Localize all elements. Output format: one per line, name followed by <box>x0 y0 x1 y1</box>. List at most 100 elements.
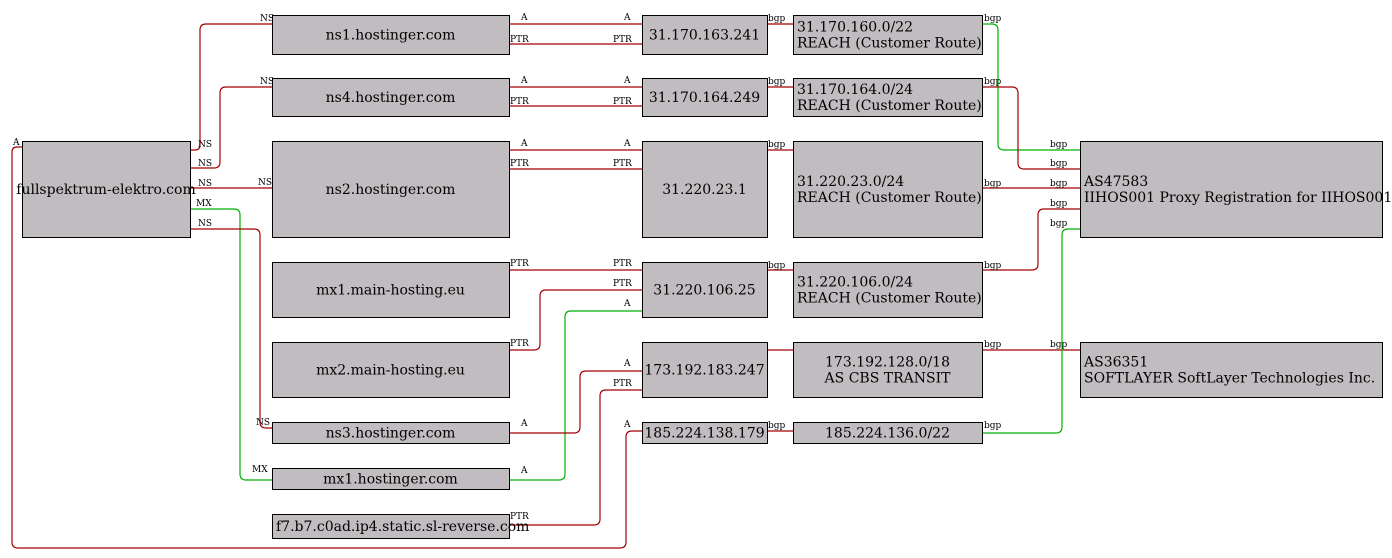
node-ns1[interactable]: ns1.hostinger.com <box>272 15 510 55</box>
node-ip2[interactable]: 31.170.164.249 <box>642 78 768 117</box>
edge-label-tail: bgp <box>984 77 1002 87</box>
node-box <box>1080 342 1383 398</box>
node-label: mx1.hostinger.com <box>323 472 458 488</box>
node-box <box>642 342 768 398</box>
node-ip5[interactable]: 173.192.183.247 <box>642 342 768 398</box>
edge-label-tail: bgp <box>768 14 786 24</box>
node-label: 31.220.23.1 <box>662 182 747 198</box>
node-box <box>793 141 983 238</box>
node-box <box>642 78 768 117</box>
edge-label-tail: PTR <box>613 279 632 289</box>
node-label: REACH (Customer Route) <box>797 36 982 52</box>
edge-label-head: bgp <box>1050 140 1068 150</box>
node-mx2main[interactable]: mx2.main-hosting.eu <box>272 342 510 398</box>
edge-label-tail: bgp <box>984 340 1002 350</box>
node-rev[interactable]: f7.b7.c0ad.ip4.static.sl-reverse.com <box>272 514 530 539</box>
node-ns2[interactable]: ns2.hostinger.com <box>272 141 510 238</box>
node-label: ns2.hostinger.com <box>326 182 456 198</box>
edge-label-head: A <box>623 76 631 86</box>
edge-label-tail: bgp <box>984 179 1002 189</box>
edge-label-tail: A <box>520 466 528 476</box>
node-box <box>793 422 983 444</box>
node-layer: fullspektrum-elektro.com ns1.hostinger.co… <box>16 15 1392 539</box>
node-label: 31.220.106.0/24 <box>797 275 913 291</box>
node-label: 31.170.164.0/24 <box>797 82 913 98</box>
node-label: SOFTLAYER SoftLayer Technologies Inc. <box>1084 371 1375 387</box>
edge-label-tail: bgp <box>768 421 786 431</box>
edge-label-head: A <box>623 299 631 309</box>
edge-ns3-ip5: AA <box>509 359 642 434</box>
edge-line <box>509 289 642 351</box>
node-ip4[interactable]: 31.220.106.25 <box>642 262 768 318</box>
edge-line <box>11 146 642 549</box>
edge-ip5-rev: PTR PTR <box>509 379 642 526</box>
edge-label-head: PTR <box>510 159 529 169</box>
edge-label-tail: A <box>520 76 528 86</box>
edge-label-head: NS <box>260 14 274 24</box>
edge-label-head: bgp <box>1050 340 1068 350</box>
edge-ip3-pfx3: bgp <box>767 140 793 151</box>
node-box <box>793 262 983 318</box>
node-label: 173.192.128.0/18 <box>825 355 950 371</box>
node-label: IIHOS001 Proxy Registration for IIHOS001 <box>1084 190 1392 206</box>
edge-domain-ip6: AA <box>11 138 642 549</box>
edge-label-tail: PTR <box>613 97 632 107</box>
edge-label-tail: NS <box>198 219 212 229</box>
edge-line <box>982 228 1080 434</box>
edge-label-head: PTR <box>510 339 529 349</box>
node-label: 31.170.164.249 <box>649 90 760 106</box>
edge-pfx6-as1: bgp bgp <box>982 219 1080 434</box>
node-mx1main[interactable]: mx1.main-hosting.eu <box>272 262 510 318</box>
node-ip6[interactable]: 185.224.138.179 <box>642 422 768 444</box>
node-pfx6[interactable]: 185.224.136.0/22 <box>793 422 983 444</box>
edge-ip4-pfx4: bgp <box>767 261 793 271</box>
edge-label-tail: bgp <box>768 261 786 271</box>
node-box <box>1080 141 1383 238</box>
node-box <box>642 141 768 238</box>
node-label: mx1.main-hosting.eu <box>316 283 465 299</box>
node-ip3[interactable]: 31.220.23.1 <box>642 141 768 238</box>
node-label: f7.b7.c0ad.ip4.static.sl-reverse.com <box>276 519 529 535</box>
node-box <box>272 468 510 490</box>
edge-label-tail: NS <box>198 159 212 169</box>
edge-label-head: PTR <box>510 35 529 45</box>
edge-label-head: MX <box>252 465 268 475</box>
edge-label-head: PTR <box>510 97 529 107</box>
node-ns4[interactable]: ns4.hostinger.com <box>272 78 510 117</box>
node-label: ns3.hostinger.com <box>326 426 456 442</box>
edge-ip1-pfx1: bgp <box>767 14 793 25</box>
node-ip1[interactable]: 31.170.163.241 <box>642 15 768 55</box>
edge-label-head: A <box>623 359 631 369</box>
edge-domain-ns3: NS NS <box>190 219 272 429</box>
node-mx1host[interactable]: mx1.hostinger.com <box>272 468 510 490</box>
edge-label-tail: PTR <box>613 379 632 389</box>
edge-label-head: NS <box>256 418 270 428</box>
edge-label-tail: A <box>520 419 528 429</box>
edge-label-head: PTR <box>510 512 529 522</box>
edge-label-tail: PTR <box>613 159 632 169</box>
edge-label-tail: PTR <box>613 35 632 45</box>
node-label: mx2.main-hosting.eu <box>316 363 465 379</box>
edge-line <box>190 228 272 429</box>
edge-label-head: bgp <box>1050 219 1068 229</box>
node-domain[interactable]: fullspektrum-elektro.com <box>16 141 196 238</box>
edge-label-tail: bgp <box>984 421 1002 431</box>
node-ns3[interactable]: ns3.hostinger.com <box>272 422 510 444</box>
node-label: AS CBS TRANSIT <box>824 371 952 387</box>
edge-label-tail: bgp <box>984 14 1002 24</box>
edge-ip4-mx2main: PTR PTR <box>509 279 642 351</box>
